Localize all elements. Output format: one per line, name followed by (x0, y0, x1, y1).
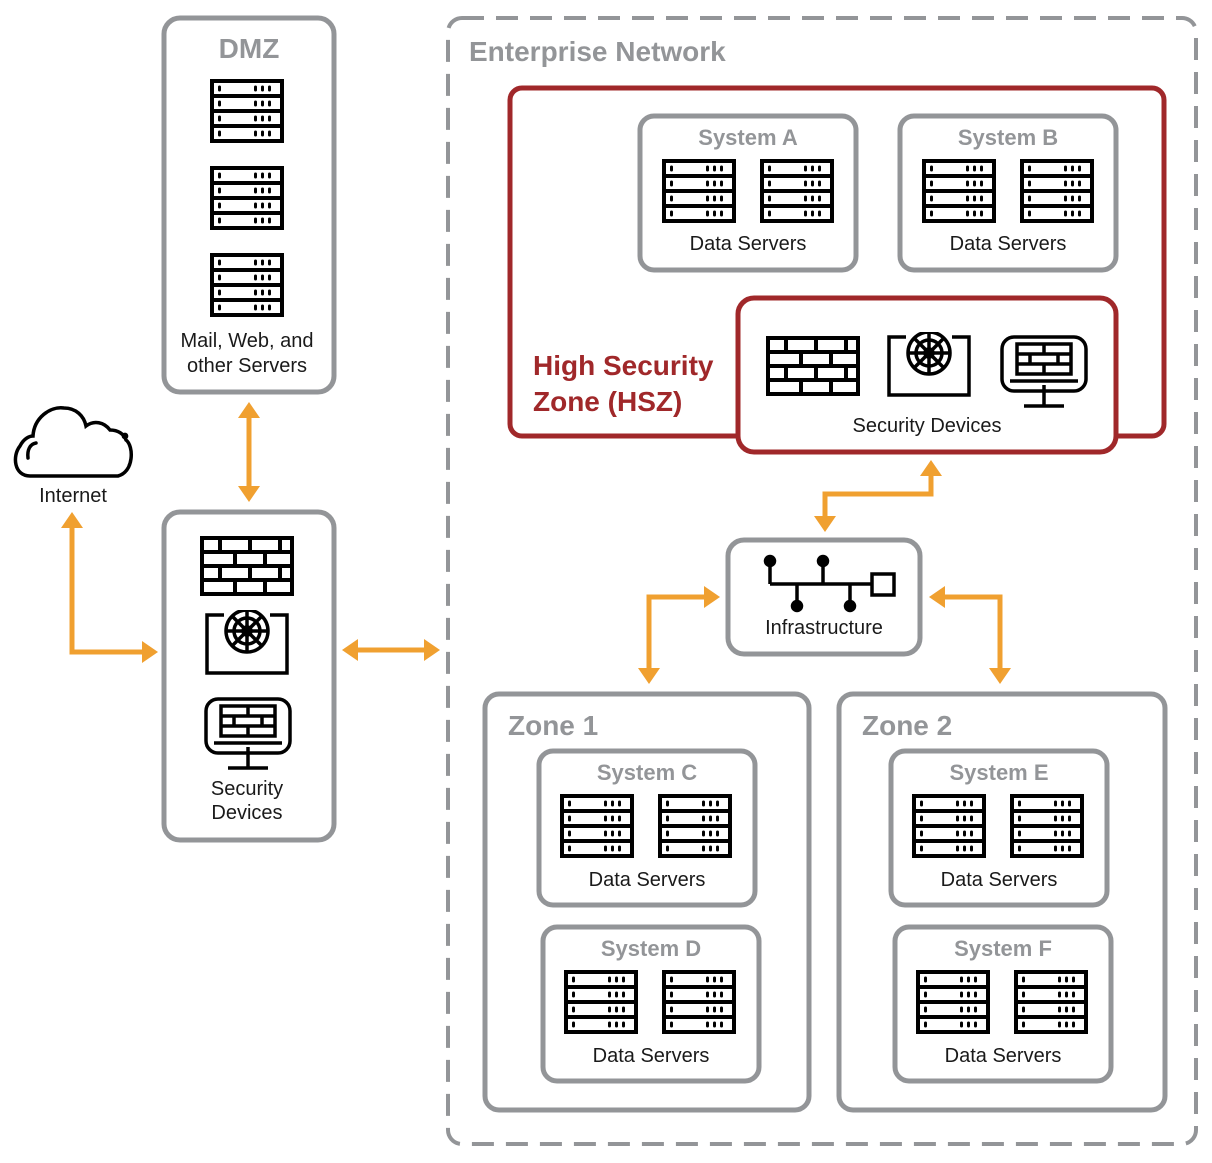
hsz-title-line2: Zone (HSZ) (533, 386, 682, 417)
internet-label: Internet (39, 485, 107, 507)
dmz-title: DMZ (219, 33, 280, 64)
system-title: System C (597, 760, 697, 785)
system-e-box[interactable]: System E Data Servers (888, 748, 1110, 908)
server-rack-icon (1012, 796, 1082, 856)
hsz-title-line1: High Security (533, 350, 714, 381)
arrow-infrastructure-hsz (814, 460, 942, 532)
server-rack-icon (762, 161, 832, 221)
hsz-security-devices-box[interactable]: Security Devices (735, 295, 1119, 455)
enterprise-network-boundary (446, 16, 1198, 1146)
system-caption: Data Servers (593, 1045, 710, 1067)
perimeter-caption-line2: Devices (211, 802, 282, 824)
dmz-caption-line2: other Servers (187, 355, 307, 377)
system-caption: Data Servers (945, 1045, 1062, 1067)
server-rack-icon (914, 796, 984, 856)
dmz-box[interactable]: DMZ Mail, Web, and other Servers (161, 15, 337, 395)
perimeter-caption-line1: Security (211, 778, 283, 800)
server-rack-icon (562, 796, 632, 856)
infrastructure-box[interactable]: Infrastructure (725, 537, 923, 657)
system-d-box[interactable]: System D Data Servers (540, 924, 762, 1084)
system-c-box[interactable]: System C Data Servers (536, 748, 758, 908)
system-f-box[interactable]: System F Data Servers (892, 924, 1114, 1084)
system-title: System F (954, 936, 1052, 961)
system-b-box[interactable]: System B Data Servers (897, 113, 1119, 273)
server-rack-icon (924, 161, 994, 221)
system-title: System D (601, 936, 701, 961)
system-a-box[interactable]: System A Data Servers (637, 113, 859, 273)
server-rack-icon (664, 161, 734, 221)
server-rack-icon (664, 972, 734, 1032)
zone-title: Zone 1 (508, 710, 598, 741)
system-caption: Data Servers (950, 233, 1067, 255)
system-title: System E (949, 760, 1048, 785)
internet-node[interactable]: Internet (13, 406, 133, 507)
cloud-icon (13, 406, 133, 478)
server-rack-icon (660, 796, 730, 856)
perimeter-security-box[interactable]: Security Devices (161, 509, 337, 843)
arrow-infrastructure-zone2 (929, 586, 1011, 684)
enterprise-network-title: Enterprise Network (469, 36, 726, 67)
server-rack-icon (566, 972, 636, 1032)
system-title: System A (698, 125, 798, 150)
arrow-infrastructure-zone1 (638, 586, 720, 684)
server-rack-icon (212, 81, 282, 141)
server-rack-icon (1016, 972, 1086, 1032)
arrow-dmz-perimeter (238, 402, 260, 502)
server-rack-icon (212, 255, 282, 315)
system-caption: Data Servers (690, 233, 807, 255)
server-rack-icon (212, 168, 282, 228)
arrow-perimeter-enterprise (342, 639, 440, 661)
system-caption: Data Servers (589, 869, 706, 891)
arrow-internet-perimeter (61, 512, 158, 663)
infrastructure-label: Infrastructure (765, 617, 883, 639)
server-rack-icon (918, 972, 988, 1032)
server-rack-icon (1022, 161, 1092, 221)
network-bus-icon (763, 554, 896, 613)
dmz-caption-line1: Mail, Web, and (180, 330, 313, 352)
zone-title: Zone 2 (862, 710, 952, 741)
hsz-security-caption: Security Devices (853, 415, 1002, 437)
system-title: System B (958, 125, 1058, 150)
system-caption: Data Servers (941, 869, 1058, 891)
